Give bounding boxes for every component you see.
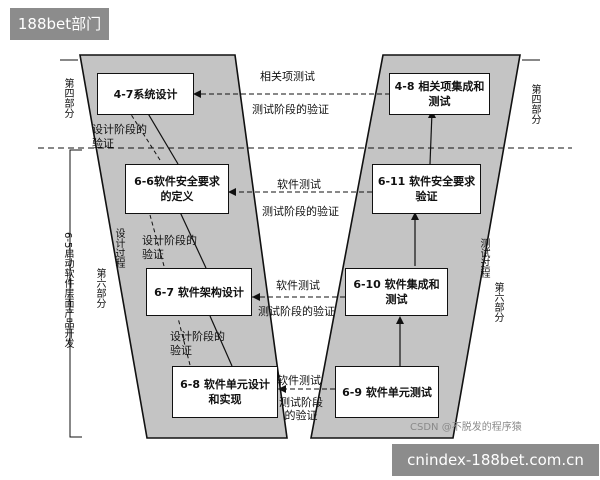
up-head-2 bbox=[411, 212, 419, 220]
box-system-design: 4-7系统设计 bbox=[97, 73, 194, 115]
label-design-process: 设计过程 bbox=[113, 228, 124, 268]
site-badge: 188bet部门 bbox=[10, 8, 109, 40]
label-design-verif-1: 设计阶段的验证 bbox=[92, 123, 147, 150]
test-arrow-3 bbox=[429, 111, 433, 165]
label-related-test: 相关项测试 bbox=[260, 70, 315, 83]
verif-arrow-2 bbox=[149, 214, 165, 267]
box-unit-design: 6-8 软件单元设计和实现 bbox=[172, 366, 278, 418]
box-software-safety-verif: 6-11 软件安全要求验证 bbox=[372, 164, 481, 214]
verif-arrow-1 bbox=[124, 104, 161, 161]
verif-arrow-3 bbox=[177, 317, 191, 366]
label-part6-left: 第六部分 bbox=[94, 268, 105, 308]
left-bracket bbox=[69, 149, 82, 438]
arrowhead-2 bbox=[228, 188, 236, 196]
label-soft-test-2: 软件测试 bbox=[276, 279, 320, 292]
site-footer[interactable]: cnindex-188bet.com.cn bbox=[392, 444, 599, 476]
label-test-verif-3: 测试阶段的验证 bbox=[258, 305, 335, 318]
label-part4-right: 第四部分 bbox=[529, 84, 540, 124]
label-start-software-dev: 6-5启动软件层面产品开发 bbox=[62, 232, 73, 349]
arrowhead-1 bbox=[193, 90, 201, 98]
design-arrow-2 bbox=[179, 211, 207, 269]
label-test-verif-1: 测试阶段的验证 bbox=[252, 103, 329, 116]
label-soft-test-1: 软件测试 bbox=[277, 178, 321, 191]
box-software-safety-req: 6-6软件安全要求的定义 bbox=[125, 164, 229, 214]
label-soft-test-3: 软件测试 bbox=[277, 374, 321, 387]
box-unit-test: 6-9 软件单元测试 bbox=[335, 366, 439, 418]
watermark: CSDN @不脱发的程序猿 bbox=[410, 422, 522, 433]
label-part4-left: 第四部分 bbox=[62, 78, 73, 118]
arrowhead-4 bbox=[278, 385, 286, 393]
box-software-architecture: 6-7 软件架构设计 bbox=[146, 268, 252, 316]
up-head-1 bbox=[396, 316, 404, 324]
label-design-verif-3: 设计阶段的验证 bbox=[170, 330, 225, 357]
left-panel bbox=[79, 54, 288, 439]
design-arrow-3 bbox=[209, 315, 233, 367]
label-design-verif-2: 设计阶段的验证 bbox=[142, 234, 197, 261]
label-test-process: 测试过程 bbox=[478, 238, 489, 278]
box-item-integration: 4-8 相关项集成和测试 bbox=[389, 73, 490, 115]
box-software-integration: 6-10 软件集成和测试 bbox=[345, 268, 448, 316]
label-test-verif-2: 测试阶段的验证 bbox=[262, 205, 339, 218]
label-test-verif-4: 测试阶段的验证 bbox=[279, 396, 323, 422]
label-part6-right: 第六部分 bbox=[492, 282, 503, 322]
arrowhead-3 bbox=[252, 293, 260, 301]
